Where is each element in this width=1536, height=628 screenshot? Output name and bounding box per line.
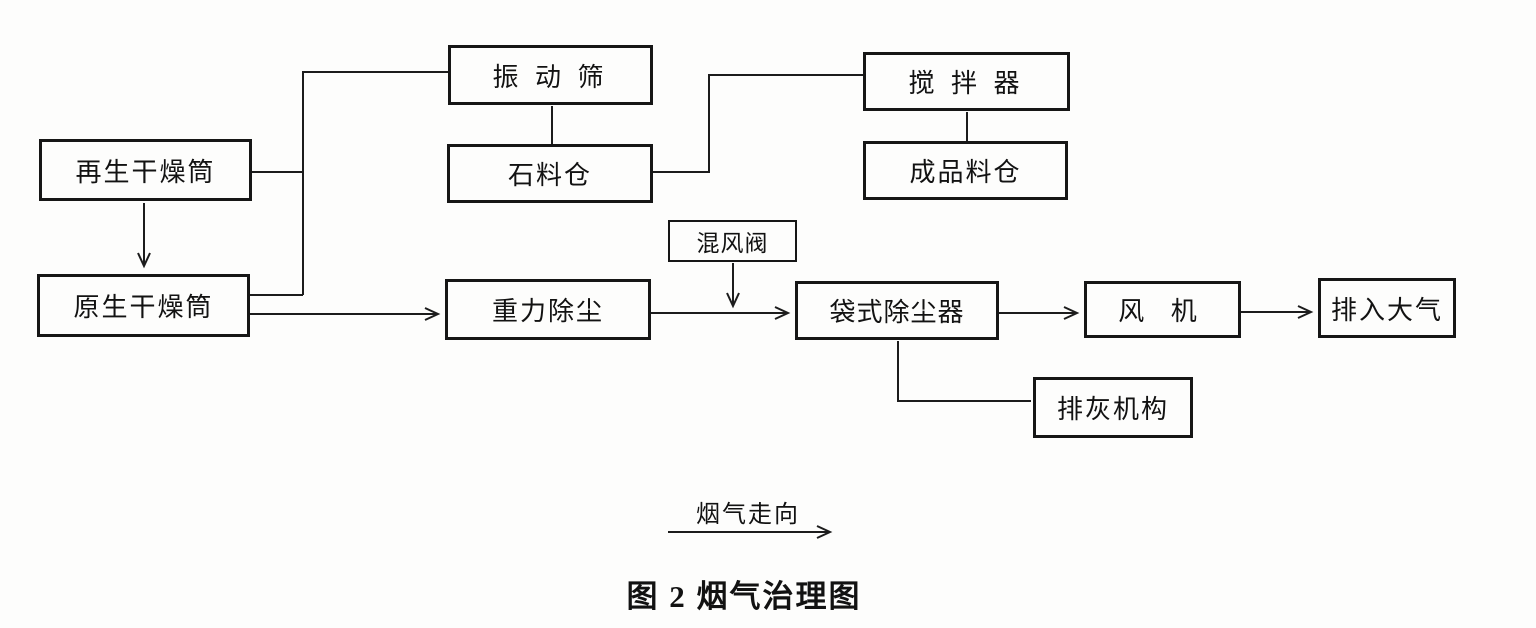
node-atmosphere: 排入大气 — [1318, 278, 1456, 338]
node-primary-dryer: 原生干燥筒 — [37, 274, 250, 337]
figure-caption: 图 2 烟气治理图 — [626, 579, 862, 614]
node-stone-bin: 石料仓 — [447, 144, 653, 203]
node-mix-valve: 混风阀 — [668, 220, 797, 262]
node-regen-dryer: 再生干燥筒 — [39, 139, 252, 201]
node-ash-discharge: 排灰机构 — [1033, 377, 1193, 438]
flue-direction-label: 烟气走向 — [696, 502, 800, 528]
edge-riser-to-vibrating-screen — [302, 71, 450, 295]
edge-stone-bin-to-mixer — [652, 74, 865, 173]
node-mixer: 搅 拌 器 — [863, 52, 1070, 111]
node-vibrating-screen: 振 动 筛 — [448, 45, 653, 105]
edge-bag-filter-to-ash-discharge — [897, 341, 1031, 402]
node-gravity-dedust: 重力除尘 — [445, 279, 651, 340]
node-fan: 风 机 — [1084, 281, 1241, 338]
node-bag-filter: 袋式除尘器 — [795, 281, 999, 340]
node-product-bin: 成品料仓 — [863, 141, 1068, 200]
